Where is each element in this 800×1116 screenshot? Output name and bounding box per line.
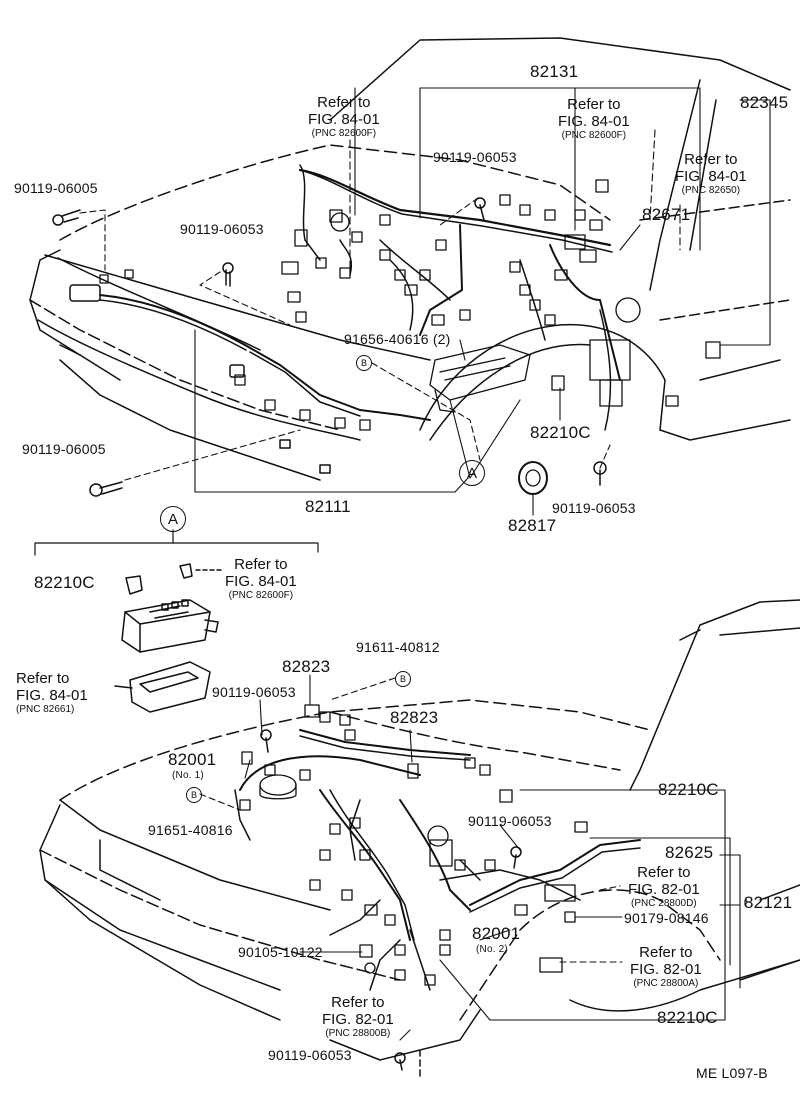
marker-b-top: B xyxy=(356,355,372,371)
bottom-bolts xyxy=(260,729,522,1071)
part-82001-no1-label: 82001 xyxy=(168,750,217,769)
marker-b-bottom: B xyxy=(186,787,202,803)
ref-line3: (PNC 28800B) xyxy=(325,1028,391,1039)
part-90119-06053-a-label: 90119-06053 xyxy=(433,149,517,165)
ref-line1: Refer to xyxy=(637,864,691,881)
ref-fig-84-01-a: Refer to FIG. 84-01 (PNC 82600F) xyxy=(308,94,380,139)
part-90119-06005-b-label: 90119-06005 xyxy=(22,441,106,457)
ref-line2: FIG. 84-01 xyxy=(308,111,380,128)
ref-fig-82-01-c: Refer to FIG. 82-01 (PNC 28800B) xyxy=(322,994,394,1039)
bottom-wiring-harness xyxy=(234,729,641,991)
ref-fig-84-01-b: Refer to FIG. 84-01 (PNC 82600F) xyxy=(558,96,630,141)
ref-line1: Refer to xyxy=(234,556,288,573)
ref-line1: Refer to xyxy=(317,94,371,111)
top-car-body xyxy=(29,37,791,481)
ref-line1: Refer to xyxy=(567,96,621,113)
top-bolts xyxy=(52,197,607,497)
ref-line1: Refer to xyxy=(684,151,738,168)
part-82210c-b2-label: 82210C xyxy=(657,1008,718,1027)
top-leader-lines xyxy=(79,87,771,516)
part-90119-06053-e-label: 90119-06053 xyxy=(468,813,552,829)
ref-fig-84-01-detail-b: Refer to FIG. 84-01 (PNC 82661) xyxy=(16,670,88,715)
part-82121-label: 82121 xyxy=(744,893,793,912)
part-90119-06053-b-label: 90119-06053 xyxy=(180,221,264,237)
part-91611-40812-label: 91611-40812 xyxy=(356,639,440,655)
marker-a-top: A xyxy=(459,460,485,486)
ref-fig-84-01-detail-a: Refer to FIG. 84-01 (PNC 82600F) xyxy=(225,556,297,601)
part-82823-a-label: 82823 xyxy=(282,657,331,676)
part-90119-06053-f-label: 90119-06053 xyxy=(268,1047,352,1063)
ref-line2: FIG. 84-01 xyxy=(225,573,297,590)
part-91656-40616-label: 91656-40616 (2) xyxy=(344,331,451,347)
detail-a-bracket xyxy=(34,529,319,556)
part-82210c-top-label: 82210C xyxy=(530,423,591,442)
part-82001-no2-sub: (No. 2) xyxy=(476,944,508,955)
ref-line1: Refer to xyxy=(331,994,385,1011)
part-82625-label: 82625 xyxy=(665,843,714,862)
ref-line3: (PNC 82650) xyxy=(681,185,741,196)
part-82131-label: 82131 xyxy=(530,62,579,81)
part-82210c-b1-label: 82210C xyxy=(658,780,719,799)
ref-line3: (PNC 82600F) xyxy=(311,128,377,139)
part-82345-label: 82345 xyxy=(740,93,789,112)
part-82001-no2-label: 82001 xyxy=(472,924,521,943)
ref-line2: FIG. 82-01 xyxy=(628,881,700,898)
part-82210c-detail-label: 82210C xyxy=(34,573,95,592)
top-wiring-harness xyxy=(99,164,621,431)
bottom-car-body xyxy=(39,599,800,1081)
diagram-code: ME L097-B xyxy=(696,1065,768,1081)
part-90119-06053-c-label: 90119-06053 xyxy=(552,500,636,516)
marker-b-bottom-top: B xyxy=(395,671,411,687)
ref-line1: Refer to xyxy=(639,944,693,961)
ref-line1: Refer to xyxy=(16,670,70,687)
part-91651-40816-label: 91651-40816 xyxy=(148,822,233,838)
part-82817-label: 82817 xyxy=(508,516,557,535)
ref-line2: FIG. 84-01 xyxy=(558,113,630,130)
marker-a-detail: A xyxy=(160,506,186,532)
ref-line3: (PNC 82600F) xyxy=(561,130,627,141)
ref-line3: (PNC 82661) xyxy=(16,704,75,715)
ref-line2: FIG. 82-01 xyxy=(322,1011,394,1028)
part-82671-label: 82671 xyxy=(642,205,691,224)
ref-line3: (PNC 28800D) xyxy=(631,898,697,909)
part-82001-no1-sub: (No. 1) xyxy=(172,770,204,781)
ref-line2: FIG. 84-01 xyxy=(16,687,88,704)
part-90119-06053-d-label: 90119-06053 xyxy=(212,684,296,700)
ref-fig-84-01-c: Refer to FIG. 84-01 (PNC 82650) xyxy=(675,151,747,196)
bottom-leader-lines xyxy=(199,674,746,1041)
ref-fig-82-01-a: Refer to FIG. 82-01 (PNC 28800D) xyxy=(628,864,700,909)
detail-a-parts xyxy=(114,563,225,713)
ref-line2: FIG. 82-01 xyxy=(630,961,702,978)
ref-line2: FIG. 84-01 xyxy=(675,168,747,185)
part-90105-10122-label: 90105-10122 xyxy=(238,944,323,960)
part-90119-06005-a-label: 90119-06005 xyxy=(14,180,98,196)
part-82823-b-label: 82823 xyxy=(390,708,439,727)
part-90179-08146-label: 90179-08146 xyxy=(624,910,709,926)
ref-fig-82-01-b: Refer to FIG. 82-01 (PNC 28800A) xyxy=(630,944,702,989)
part-82111-label: 82111 xyxy=(305,497,351,516)
ref-line3: (PNC 28800A) xyxy=(633,978,699,989)
ref-line3: (PNC 82600F) xyxy=(228,590,294,601)
bottom-connectors xyxy=(239,704,588,986)
